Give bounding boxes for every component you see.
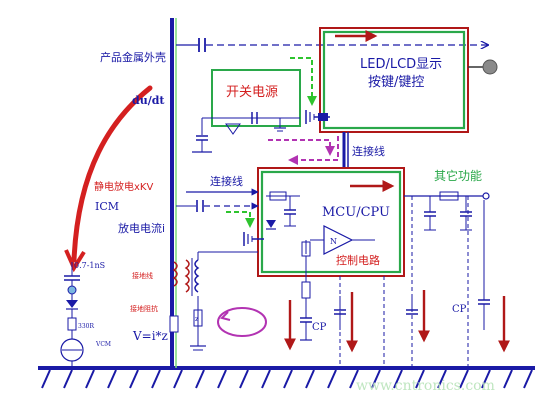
return-current-arrows — [284, 290, 510, 353]
led-mcu-connector — [342, 132, 349, 168]
case-to-led-coupling — [176, 38, 488, 52]
metal-case-conductor — [170, 18, 177, 368]
vcm-label: VCM — [95, 341, 111, 348]
psu-mcu-magenta-loop-2 — [268, 139, 335, 156]
led-ground-symbol — [305, 110, 330, 124]
esd-arc — [71, 85, 153, 263]
ground-loop-ellipse — [217, 307, 267, 337]
psu-green-dashed-path — [290, 57, 317, 106]
other-function-block — [404, 191, 490, 330]
led-terminal-knob — [482, 59, 498, 75]
led-lcd-label: LED/LCD显示 — [360, 57, 442, 72]
psu-mcu-magenta-loop — [288, 136, 339, 165]
dudt-label: du/dt — [132, 94, 165, 107]
esd-arc-arrow — [64, 249, 86, 273]
discharge-current-label: 放电电流i — [118, 221, 165, 235]
v-equation-label: V=i*z — [132, 329, 168, 343]
connect-line-top-label: 连接线 — [352, 144, 385, 158]
ground-plane — [38, 366, 535, 389]
rise-time-label: 0.7-1nS — [74, 261, 105, 270]
case-to-mcu-coupling — [176, 188, 259, 212]
keys-label: 按键/键控 — [368, 75, 424, 90]
r330-label: 330R — [78, 323, 94, 330]
z-impedance-label: z — [195, 315, 199, 323]
switch-psu-label: 开关电源 — [226, 85, 278, 100]
cp-label-2: CP — [452, 304, 467, 315]
mcu-module: MCU/CPU N 控制电路 — [257, 167, 405, 277]
case-impedance — [169, 261, 179, 333]
connect-line-left-label: 连接线 — [210, 174, 243, 188]
esd-kv-label: 静电放电xKV — [94, 180, 153, 193]
icm-label: ICM — [95, 200, 119, 213]
mcu-green-dashed-path — [226, 211, 255, 228]
mcu-ground-symbol — [243, 232, 264, 246]
watermark: www.cntronics.com — [356, 378, 495, 394]
switch-psu-module: 开关电源 — [192, 69, 301, 153]
ground-impedance-label: 接地阻抗 — [130, 304, 158, 313]
esd-gun — [60, 262, 84, 366]
mcu-label: MCU/CPU — [322, 205, 390, 220]
opamp-n-label: N — [330, 237, 337, 246]
metal-case-label: 产品金属外壳 — [100, 50, 166, 64]
other-function-label: 其它功能 — [434, 168, 482, 183]
control-circuit-label: 控制电路 — [336, 253, 380, 267]
isolation-transformer: z — [184, 251, 258, 351]
ground-line-label: 接地线 — [132, 271, 153, 280]
other-terminal — [482, 192, 490, 200]
led-lcd-module: LED/LCD显示 按键/键控 — [319, 27, 498, 133]
cp-label-1: CP — [312, 322, 327, 333]
mcu-output-resistors — [300, 256, 418, 341]
